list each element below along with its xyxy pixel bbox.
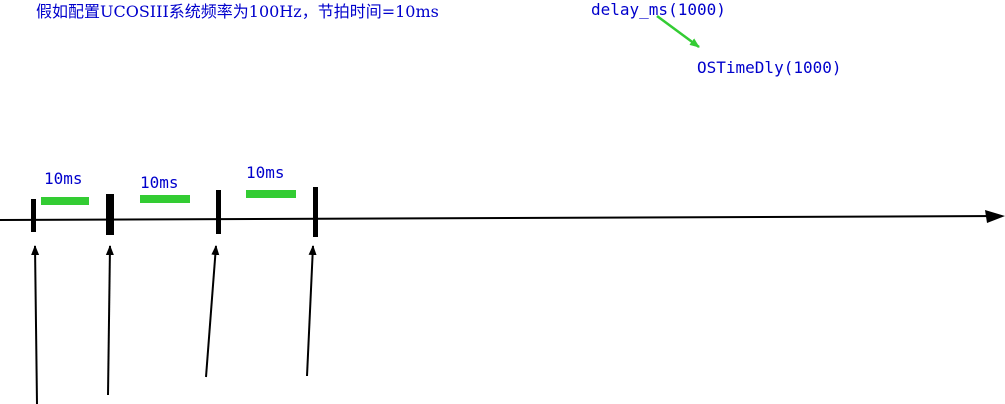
delay-ms-call: delay_ms(1000)	[591, 0, 726, 19]
tick-pointer-arrow-1	[31, 245, 40, 404]
interval-bar-2	[140, 195, 190, 203]
time-axis-arrowhead	[985, 210, 1005, 223]
call-mapping-arrow	[656, 14, 700, 49]
interval-label-2: 10ms	[140, 173, 179, 192]
interval-label-3: 10ms	[246, 163, 285, 182]
tick-mark-3	[216, 190, 221, 234]
tick-pointer-arrow-2	[105, 245, 114, 396]
tick-mark-4	[313, 187, 318, 237]
tick-mark-1	[31, 199, 36, 232]
tick-pointer-arrow-3	[205, 245, 220, 378]
interval-bar-1	[41, 197, 89, 205]
os-time-dly-call: OSTimeDly(1000)	[697, 58, 842, 77]
tick-mark-2	[106, 194, 114, 235]
interval-bar-3	[246, 190, 296, 198]
tick-pointer-arrow-4	[306, 245, 317, 377]
diagram-caption: 假如配置UCOSIII系统频率为100Hz，节拍时间=10ms	[36, 2, 439, 21]
time-axis	[0, 215, 1003, 221]
interval-label-1: 10ms	[44, 169, 83, 188]
